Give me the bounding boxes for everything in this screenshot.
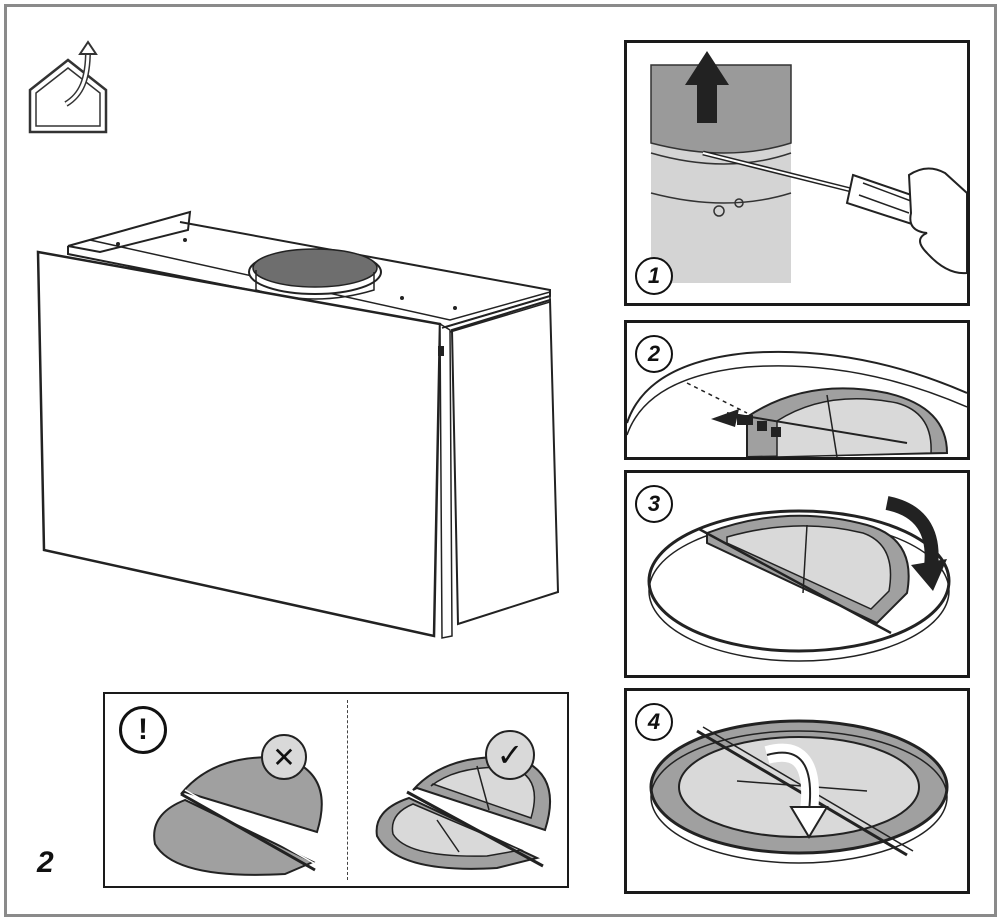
correct-mark-badge: ✓ — [485, 730, 535, 780]
warning-symbol: ! — [138, 713, 148, 746]
hand-icon — [907, 167, 967, 275]
step-1-number: 1 — [635, 257, 673, 295]
filter-orientation-warning-box: ! ✕ ✓ — [103, 692, 569, 888]
step-2-illustration — [627, 350, 967, 457]
cross-icon: ✕ — [272, 740, 296, 774]
step-3-number: 3 — [635, 485, 673, 523]
step-2-panel: 2 — [624, 320, 970, 460]
curved-arrow-down-icon — [764, 743, 829, 839]
arrow-left-icon — [711, 409, 781, 437]
house-with-outlet-arrow-icon — [28, 40, 108, 134]
curved-arrow-down-icon — [885, 496, 947, 591]
step-3-illustration — [647, 496, 951, 662]
figure-number: 2 — [37, 846, 54, 879]
page-frame — [4, 4, 997, 917]
warning-divider — [347, 700, 348, 880]
step-4-panel: 4 — [624, 688, 970, 894]
step-2-number: 2 — [635, 335, 673, 373]
correct-filter-illustration — [375, 756, 552, 870]
wrong-filter-illustration — [153, 756, 323, 876]
step-3-panel: 3 — [624, 470, 970, 678]
wrong-mark-badge: ✕ — [261, 734, 307, 780]
step-4-illustration — [649, 719, 949, 864]
step-4-number: 4 — [635, 703, 673, 741]
warning-badge: ! — [119, 706, 167, 754]
step-1-illustration — [650, 51, 967, 283]
checkmark-icon: ✓ — [496, 736, 524, 774]
step-1-panel: 1 — [624, 40, 970, 306]
cooker-hood-illustration — [36, 210, 560, 639]
arrow-up-icon — [685, 51, 729, 123]
